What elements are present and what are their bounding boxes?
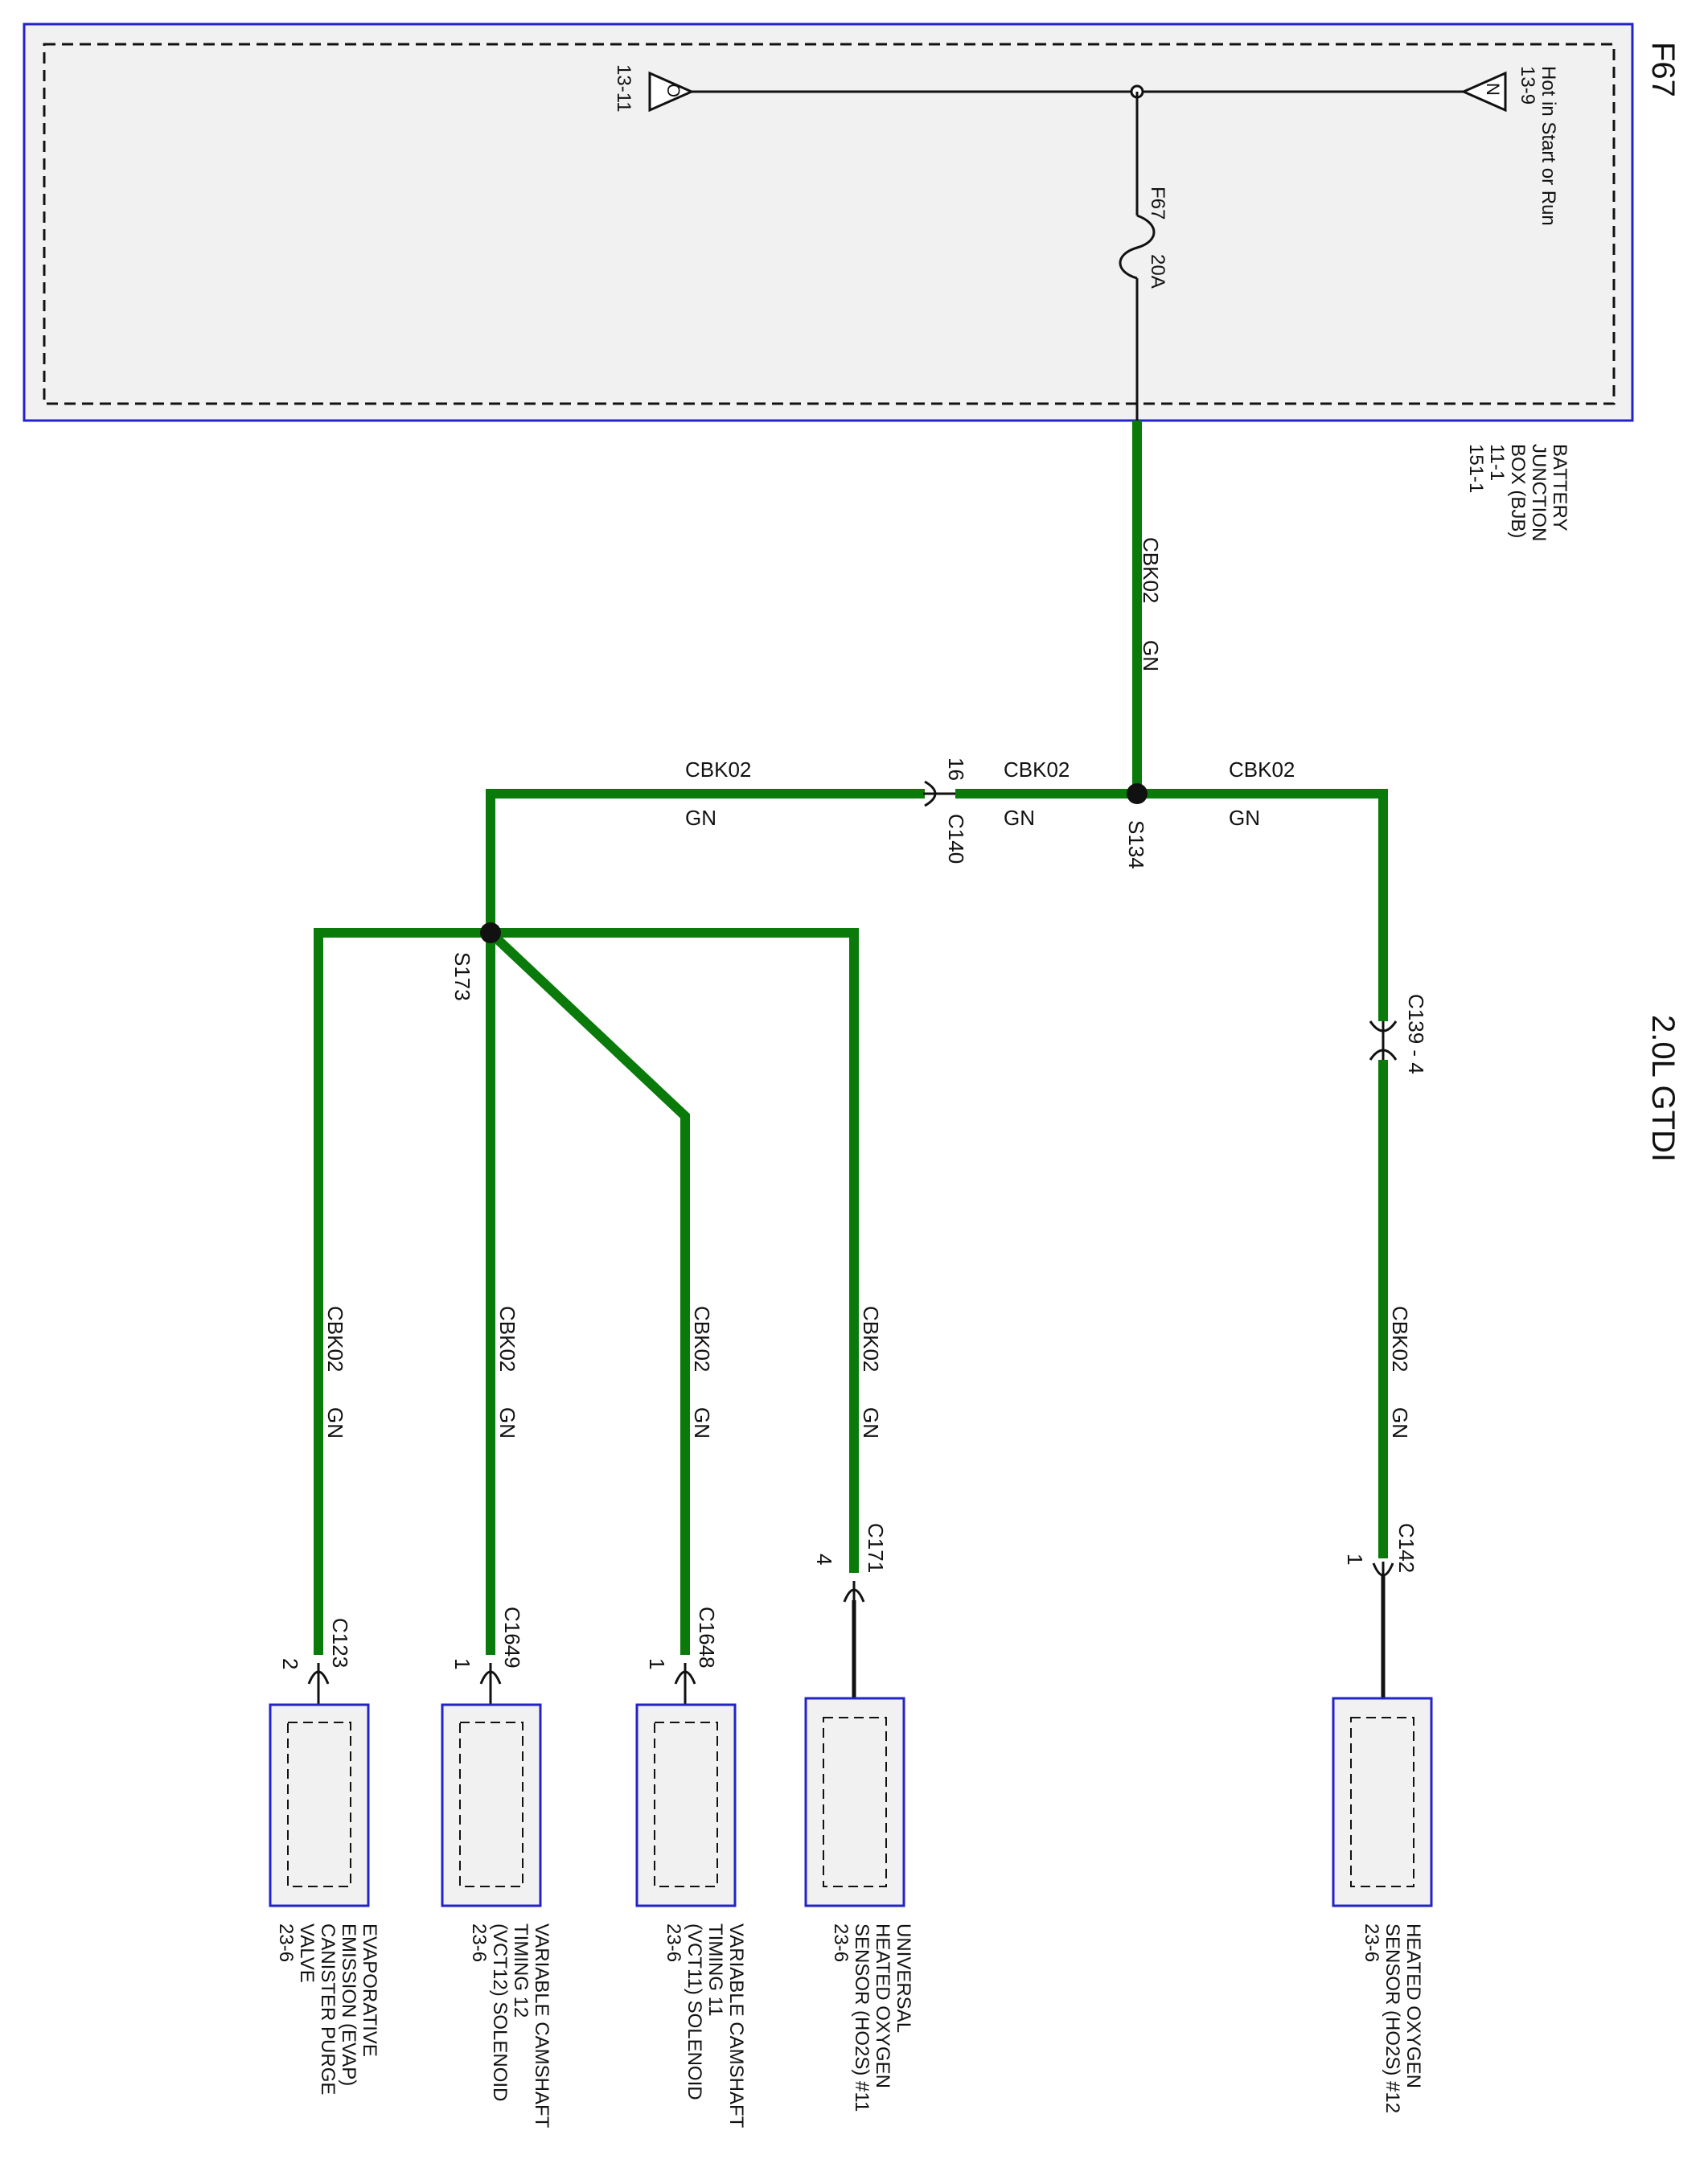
component-vct12-label: VARIABLE CAMSHAFT TIMING 12 (VCT12) SOLE… [468,1923,552,2133]
component-vct11-label: VARIABLE CAMSHAFT TIMING 11 (VCT11) SOLE… [663,1923,747,2133]
component-ho2s-11: UNIVERSAL HEATED OXYGEN SENSOR (HO2S) #1… [804,1697,914,2117]
battery-junction-box: N 13-9 Hot in Start or Run O 13-11 F67 2… [23,23,1634,422]
connector-c1649-pin: 1 [450,1658,474,1669]
component-ho2s-12-label: HEATED OXYGEN SENSOR (HO2S) #12 23-6 [1361,1923,1424,2119]
connector-c123-label: C123 [328,1618,352,1668]
wire-circuit-label: CBK02 [1388,1306,1412,1372]
connector-c123-pin: 2 [278,1658,302,1669]
wire-color-label: GN [495,1407,519,1439]
wire-circuit-label: CBK02 [1229,757,1295,782]
wire-circuit-label: CBK02 [1139,537,1163,603]
wire-circuit-label: CBK02 [323,1306,347,1372]
connector-c123: C123 2 [278,1618,352,1721]
connector-c1648-label: C1648 [695,1607,719,1669]
wire-circuit-label: CBK02 [859,1306,883,1372]
splice-s134 [1127,783,1148,804]
bjb-outer-box [23,23,1634,422]
feed-o-triangle [648,71,695,113]
splice-s173 [480,922,501,943]
wire-s173-to-c123 [314,928,491,1655]
splice-s134-label: S134 [1124,820,1148,869]
component-vct12-solenoid: VARIABLE CAMSHAFT TIMING 12 (VCT12) SOLE… [441,1703,552,2133]
connector-c171: C171 4 [812,1523,888,1698]
wire-s173-to-c171 [491,928,859,1573]
engine-label: 2.0L GTDI [1645,1015,1681,1162]
component-ho2s-12: HEATED OXYGEN SENSOR (HO2S) #12 23-6 [1332,1697,1433,2119]
connector-c142-pin: 1 [1343,1554,1367,1565]
feed-o-ref: 13-11 [613,64,634,113]
wire-color-label: GN [859,1407,883,1439]
connector-c1648: C1648 1 [645,1607,719,1721]
wire-c140-to-s173 [486,789,925,933]
wire-color-label: GN [1229,806,1260,830]
connector-c139-label: C139 - 4 [1404,994,1428,1074]
bjb-name: BATTERY JUNCTION BOX (BJB) 11-1 151-1 [1465,444,1570,547]
wire-color-label: GN [690,1407,714,1439]
feed-n-triangle [1460,71,1507,113]
wire-s134-to-c139 [1137,789,1388,1021]
component-vct11-solenoid: VARIABLE CAMSHAFT TIMING 11 (VCT11) SOLE… [635,1703,747,2133]
feed-o-letter: O [663,84,684,97]
wire-circuit-label: CBK02 [495,1306,519,1372]
component-evap-purge-valve: EVAPORATIVE EMISSION (EVAP) CANISTER PUR… [269,1703,380,2100]
component-evap-label: EVAPORATIVE EMISSION (EVAP) CANISTER PUR… [275,1923,380,2100]
fuse-f67-name: F67 [1147,187,1168,220]
wire-circuit-label: CBK02 [1004,757,1070,782]
wire-network [314,421,1388,1655]
connector-c142: C142 1 [1343,1523,1419,1698]
wire-color-label: GN [1139,640,1163,671]
fuse-f67-icon [1119,214,1156,280]
connector-c1649: C1649 1 [450,1607,524,1721]
connector-c1649-label: C1649 [500,1607,524,1669]
connector-c140-label: C140 [944,814,968,864]
connector-c139: C139 - 4 [1369,994,1428,1074]
feed-n-letter: N [1483,83,1503,96]
component-ho2s-11-label: UNIVERSAL HEATED OXYGEN SENSOR (HO2S) #1… [830,1923,914,2117]
fuse-f67-rating: 20A [1147,254,1168,289]
feed-n-ref: 13-9 [1517,66,1538,105]
wire-color-label: GN [1004,806,1035,830]
wire-color-label: GN [1388,1407,1412,1439]
bjb-inner-dashed-box [43,43,1616,405]
hot-in-start-or-run: Hot in Start or Run [1538,66,1559,226]
wire-color-label: GN [685,806,716,830]
diagram-title: F67 [1645,42,1681,97]
connector-c171-label: C171 [864,1523,888,1573]
wire-color-label: GN [323,1407,347,1439]
splice-s173-label: S173 [450,952,474,1001]
connector-c1648-pin: 1 [645,1658,669,1669]
connector-c140: C140 16 [923,757,968,864]
connector-c140-pin: 16 [944,757,968,781]
connector-c142-label: C142 [1394,1523,1419,1573]
wire-circuit-label: CBK02 [690,1306,714,1372]
connector-c171-pin: 4 [812,1554,836,1565]
wire-circuit-label: CBK02 [685,757,751,782]
wire-s173-to-c1648 [487,929,690,1655]
